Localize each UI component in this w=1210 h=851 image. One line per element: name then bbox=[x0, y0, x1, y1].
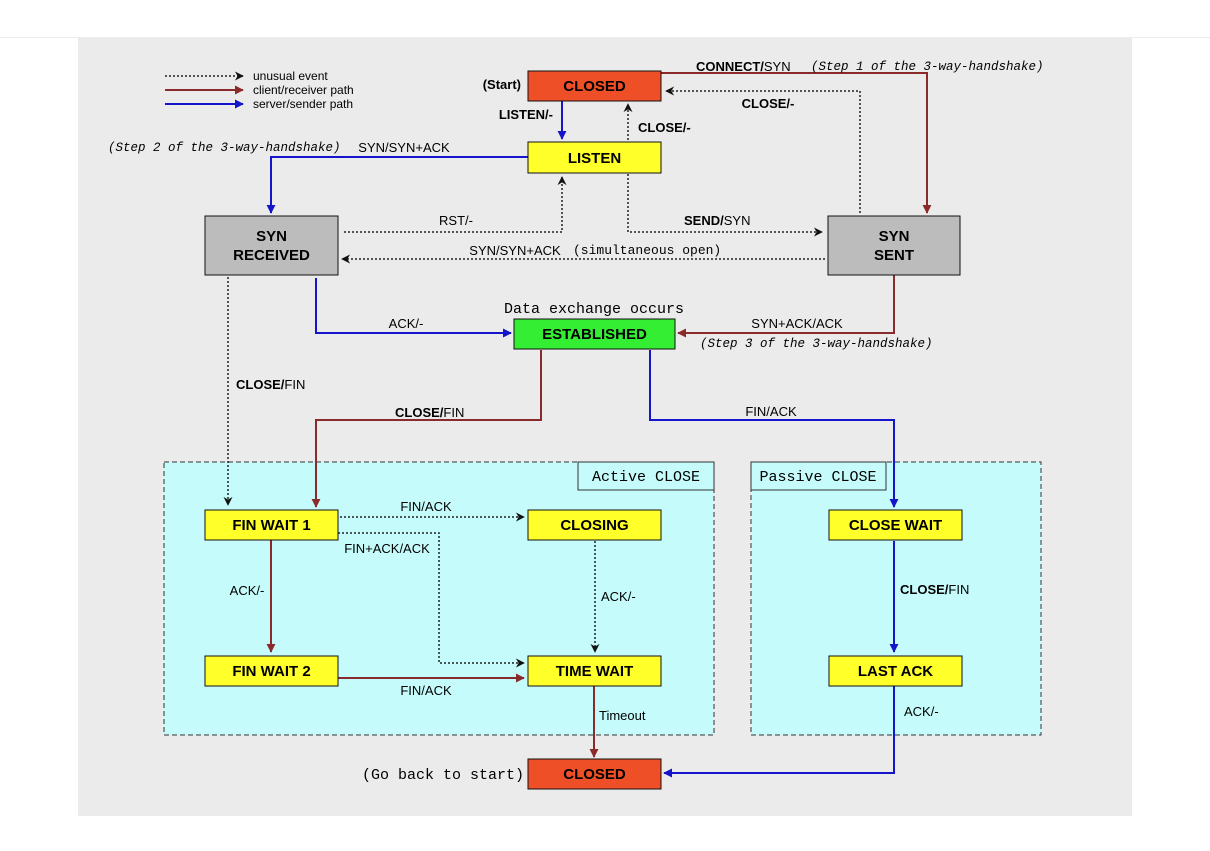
label-close-fin-est: CLOSE/FIN bbox=[395, 405, 464, 420]
label-close-listen: CLOSE/- bbox=[638, 120, 691, 135]
label-go-back: (Go back to start) bbox=[362, 767, 524, 784]
state-time-wait: TIME WAIT bbox=[527, 655, 662, 687]
label-ack-est: ACK/- bbox=[389, 316, 424, 331]
svg-text:CLOSED: CLOSED bbox=[563, 766, 626, 783]
label-connect-syn: CONNECT/SYN bbox=[696, 59, 791, 74]
label-synsynack-mid: SYN/SYN+ACK bbox=[469, 243, 561, 258]
state-fin-wait-2: FIN WAIT 2 bbox=[204, 655, 339, 687]
legend: unusual event client/receiver path serve… bbox=[165, 69, 354, 111]
state-close-wait: CLOSE WAIT bbox=[828, 509, 963, 541]
label-close-fin-cw: CLOSE/FIN bbox=[900, 582, 969, 597]
label-fin-ack-fw2: FIN/ACK bbox=[400, 683, 452, 698]
svg-text:TIME WAIT: TIME WAIT bbox=[556, 663, 634, 680]
legend-server: server/sender path bbox=[253, 97, 353, 111]
legend-client: client/receiver path bbox=[253, 83, 354, 97]
arrow-listen-synreceived bbox=[266, 156, 528, 214]
label-synsynack-top: SYN/SYN+ACK bbox=[358, 140, 450, 155]
arrow-fw1-timewait bbox=[338, 532, 525, 668]
active-close-label: Active CLOSE bbox=[592, 469, 700, 486]
state-closed-top: CLOSED bbox=[527, 70, 662, 102]
passive-close-label: Passive CLOSE bbox=[759, 469, 876, 486]
state-listen: LISTEN bbox=[527, 141, 662, 174]
active-close-region: Active CLOSE bbox=[163, 461, 715, 736]
arrow-connect bbox=[660, 72, 932, 214]
legend-unusual: unusual event bbox=[253, 69, 328, 83]
label-close-fin-left: CLOSE/FIN bbox=[236, 377, 305, 392]
label-data-exchange: Data exchange occurs bbox=[504, 301, 684, 318]
svg-text:SENT: SENT bbox=[874, 247, 914, 264]
passive-close-region: Passive CLOSE bbox=[750, 461, 1042, 736]
svg-text:RECEIVED: RECEIVED bbox=[233, 247, 310, 264]
state-last-ack: LAST ACK bbox=[828, 655, 963, 687]
svg-text:CLOSED: CLOSED bbox=[563, 78, 626, 95]
label-timeout: Timeout bbox=[599, 708, 646, 723]
arrow-send-syn bbox=[627, 174, 823, 237]
label-step1: (Step 1 of the 3-way-handshake) bbox=[811, 60, 1044, 74]
state-syn-received: SYN RECEIVED bbox=[204, 215, 339, 276]
label-close-synsent: CLOSE/- bbox=[742, 96, 795, 111]
svg-text:SYN: SYN bbox=[256, 228, 287, 245]
svg-text:CLOSING: CLOSING bbox=[560, 517, 628, 534]
svg-text:LAST ACK: LAST ACK bbox=[858, 663, 933, 680]
label-listen-arrow: LISTEN/- bbox=[499, 107, 553, 122]
label-fin-ack-closing: FIN/ACK bbox=[400, 499, 452, 514]
label-ack-fw1: ACK/- bbox=[230, 583, 265, 598]
label-ack-lastack: ACK/- bbox=[904, 704, 939, 719]
arrow-synack-ack bbox=[677, 275, 895, 338]
label-synack-ack: SYN+ACK/ACK bbox=[751, 316, 843, 331]
arrow-lastack-closed bbox=[663, 686, 895, 778]
arrow-est-close-fin bbox=[311, 350, 542, 508]
label-fin-ack-est: FIN/ACK bbox=[745, 404, 797, 419]
label-rst: RST/- bbox=[439, 213, 473, 228]
label-start: (Start) bbox=[483, 77, 521, 92]
label-ack-closing: ACK/- bbox=[601, 589, 636, 604]
label-step2: (Step 2 of the 3-way-handshake) bbox=[108, 141, 341, 155]
arrow-rst bbox=[344, 176, 567, 233]
label-simultaneous: (simultaneous open) bbox=[573, 243, 721, 258]
label-fin-ack-ack: FIN+ACK/ACK bbox=[344, 541, 430, 556]
svg-text:FIN WAIT 1: FIN WAIT 1 bbox=[232, 517, 310, 534]
state-syn-sent: SYN SENT bbox=[827, 215, 961, 276]
state-established: ESTABLISHED bbox=[513, 318, 676, 350]
top-divider bbox=[0, 37, 1210, 38]
svg-text:LISTEN: LISTEN bbox=[568, 150, 621, 167]
arrow-synreceived-established bbox=[315, 278, 512, 338]
label-step3: (Step 3 of the 3-way-handshake) bbox=[700, 337, 933, 351]
svg-text:SYN: SYN bbox=[879, 228, 910, 245]
svg-text:CLOSE WAIT: CLOSE WAIT bbox=[849, 517, 942, 534]
arrow-est-finack bbox=[649, 350, 899, 508]
state-closing: CLOSING bbox=[527, 509, 662, 541]
svg-text:ESTABLISHED: ESTABLISHED bbox=[542, 326, 647, 343]
state-fin-wait-1: FIN WAIT 1 bbox=[204, 509, 339, 541]
svg-text:FIN WAIT 2: FIN WAIT 2 bbox=[232, 663, 310, 680]
state-closed-bottom: CLOSED bbox=[527, 758, 662, 790]
arrow-synsent-close bbox=[665, 86, 861, 213]
label-send-syn: SEND/SYN bbox=[684, 213, 750, 228]
